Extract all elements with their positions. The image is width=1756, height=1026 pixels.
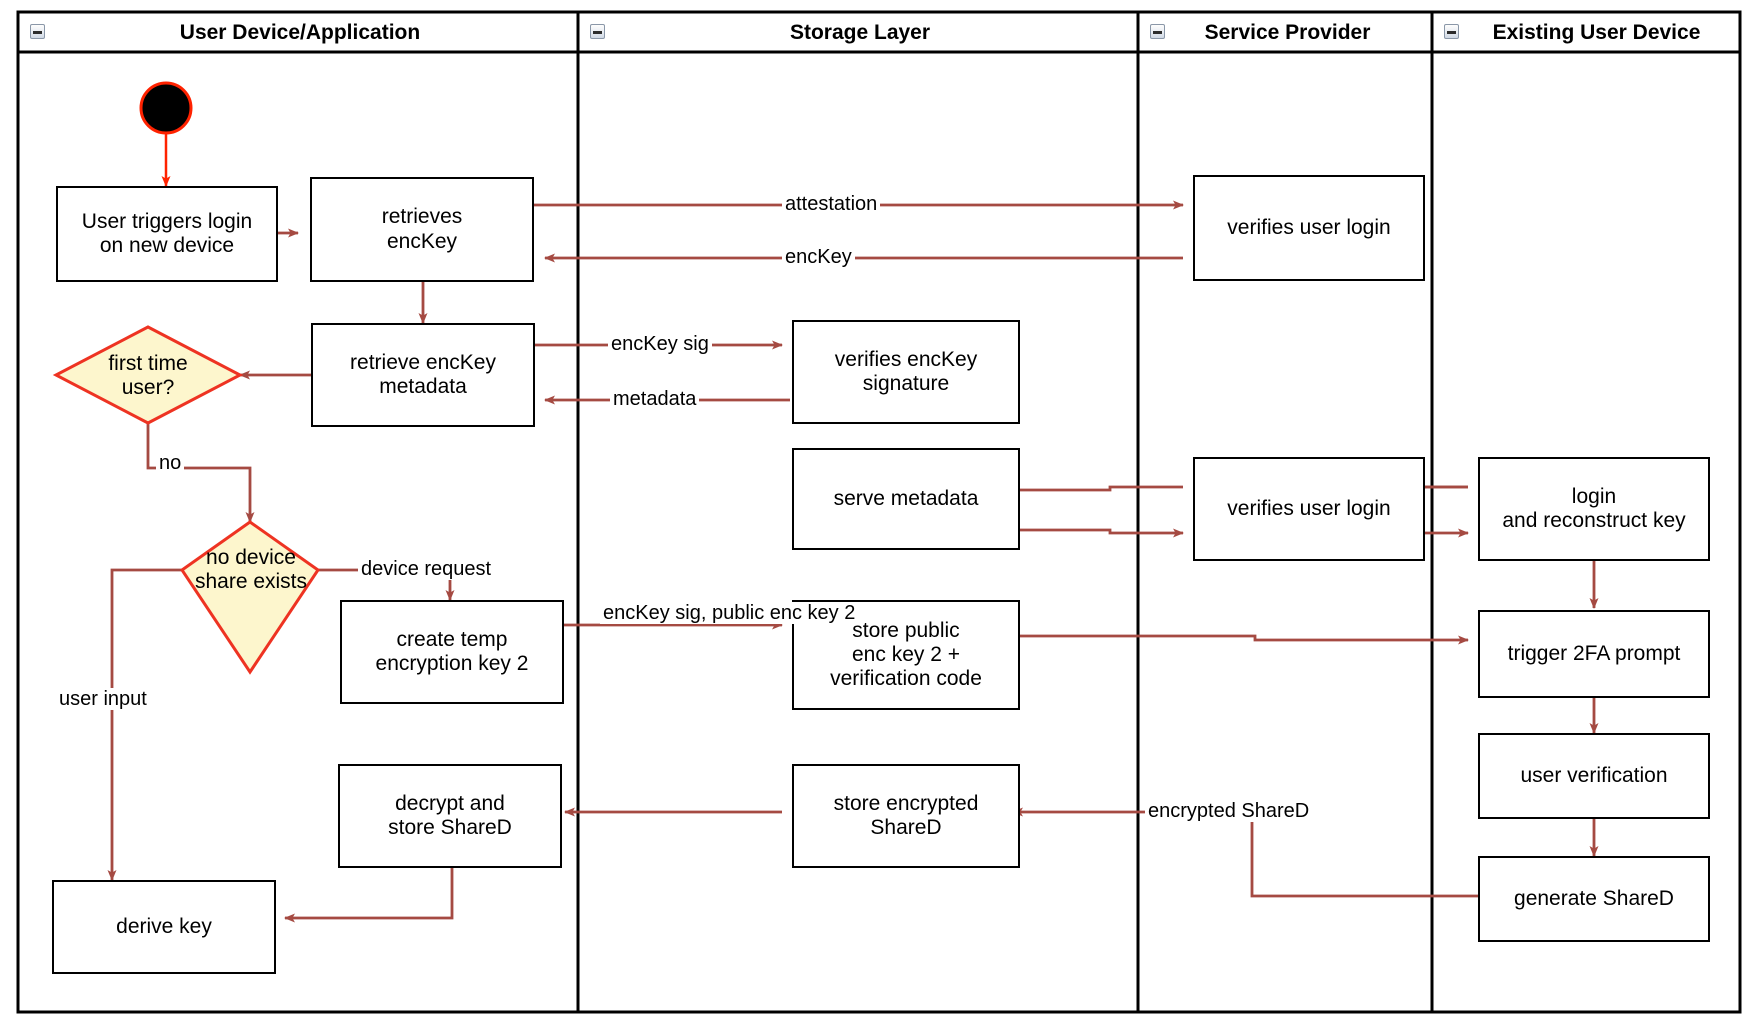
node-login-and-reconstruct-key[interactable]: login and reconstruct key: [1478, 457, 1710, 561]
edge-label-enckey-sig: encKey sig: [608, 333, 712, 356]
edge-label-enckey: encKey: [782, 246, 855, 269]
lane-title-existing-user-device: Existing User Device: [1492, 21, 1701, 44]
node-user-triggers-login[interactable]: User triggers login on new device: [56, 186, 278, 282]
edge-label-device-request: device request: [358, 558, 495, 581]
collapse-minus-icon-lane-2[interactable]: [590, 24, 605, 39]
node-serve-metadata[interactable]: serve metadata: [792, 448, 1020, 550]
edge-label-attestation: attestation: [782, 193, 881, 216]
node-verifies-user-login-1[interactable]: verifies user login: [1193, 175, 1425, 281]
initial-node-shape: [139, 81, 193, 187]
node-decrypt-and-store-shared[interactable]: decrypt and store ShareD: [338, 764, 562, 868]
edge-label-encrypted-shared: encrypted ShareD: [1145, 800, 1313, 823]
node-verifies-enckey-signature[interactable]: verifies encKey signature: [792, 320, 1020, 424]
node-user-verification[interactable]: user verification: [1478, 733, 1710, 819]
node-derive-key[interactable]: derive key: [52, 880, 276, 974]
decision-no-device-share-shape: [179, 520, 321, 675]
edge-label-user-input: user input: [56, 688, 150, 711]
swimlane-frame: [16, 10, 1742, 1014]
node-retrieves-enckey[interactable]: retrieves encKey: [310, 177, 534, 282]
node-retrieve-enckey-metadata[interactable]: retrieve encKey metadata: [311, 323, 535, 427]
node-verifies-user-login-2[interactable]: verifies user login: [1193, 457, 1425, 561]
edge-label-metadata: metadata: [610, 388, 700, 411]
decision-label-first-time-user[interactable]: first time user?: [108, 351, 188, 399]
node-trigger-2fa-prompt[interactable]: trigger 2FA prompt: [1478, 610, 1710, 698]
node-store-encrypted-shared[interactable]: store encrypted ShareD: [792, 764, 1020, 868]
node-generate-shared[interactable]: generate ShareD: [1478, 856, 1710, 942]
lane-title-user-device: User Device/Application: [179, 21, 421, 44]
edge-label-no: no: [156, 452, 185, 475]
collapse-minus-icon-lane-4[interactable]: [1444, 24, 1459, 39]
collapse-minus-icon-lane-1[interactable]: [30, 24, 45, 39]
lane-title-service-provider: Service Provider: [1204, 21, 1371, 44]
node-create-temp-encryption-key-2[interactable]: create temp encryption key 2: [340, 600, 564, 704]
lane-title-storage-layer: Storage Layer: [789, 21, 931, 44]
edge-label-enckey-sig-public-enc-key-2: encKey sig, public enc key 2: [600, 602, 859, 625]
decision-first-time-user-shape: [52, 325, 244, 425]
collapse-minus-icon-lane-3[interactable]: [1150, 24, 1165, 39]
decision-label-no-device-share-exists[interactable]: no device share exists: [194, 545, 308, 593]
